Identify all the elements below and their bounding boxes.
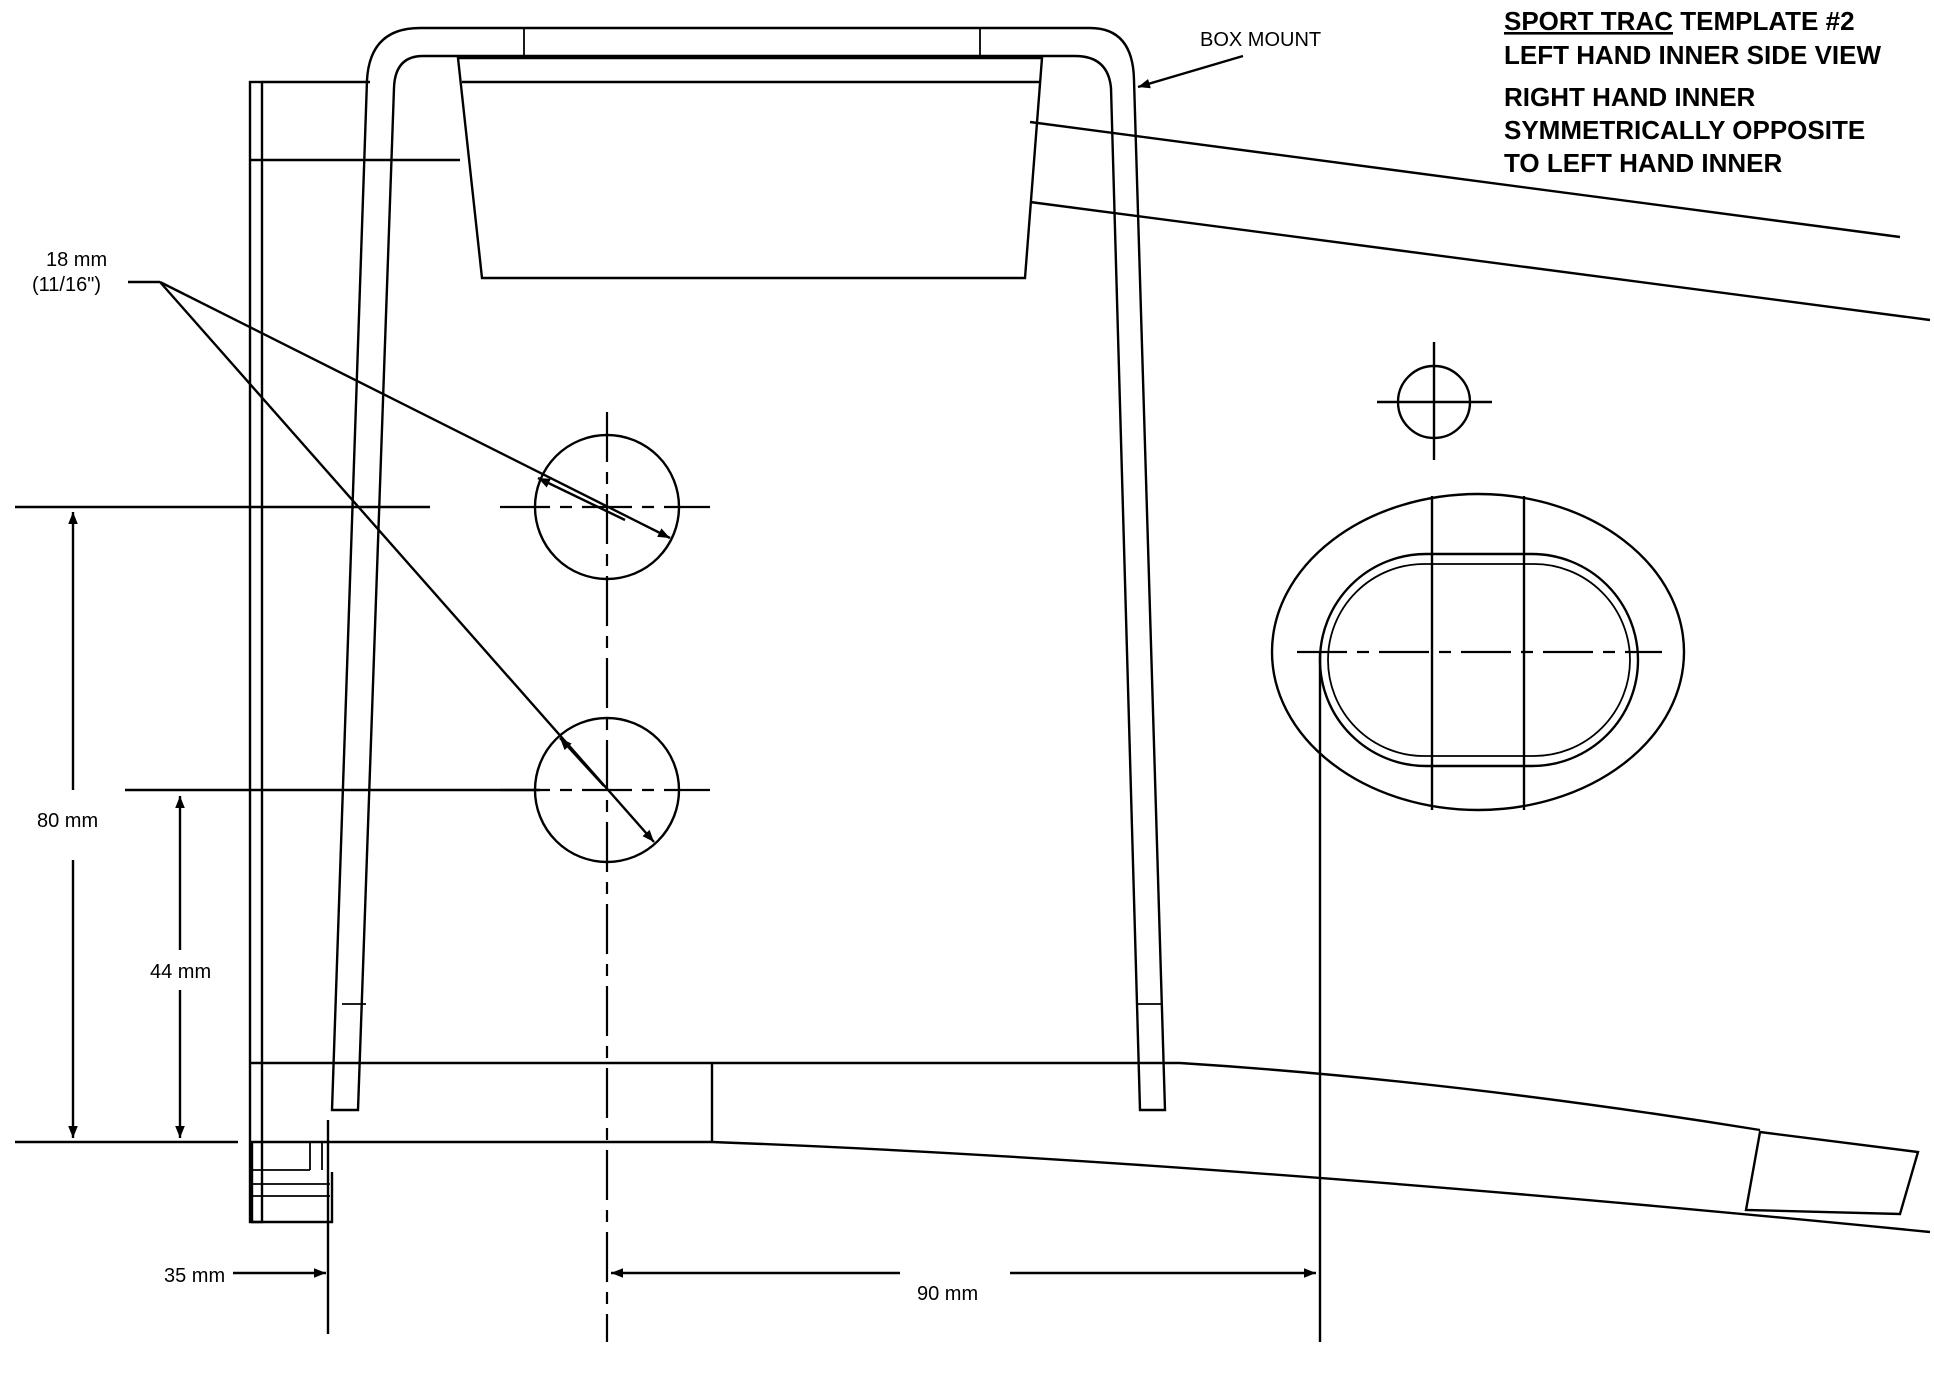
box-mount-label: BOX MOUNT bbox=[1200, 29, 1321, 51]
reference-hole bbox=[1377, 342, 1492, 460]
dim-44-label: 44 mm bbox=[150, 961, 211, 983]
title-rest: TEMPLATE #2 bbox=[1673, 6, 1855, 36]
title-line-2: LEFT HAND INNER SIDE VIEW bbox=[1504, 40, 1881, 70]
dim-80-label: 80 mm bbox=[37, 810, 98, 832]
box-mount-pad bbox=[456, 56, 1044, 280]
title-line-3: RIGHT HAND INNER bbox=[1504, 82, 1756, 112]
frame-rail bbox=[248, 80, 1931, 1234]
title-line-4: SYMMETRICALLY OPPOSITE bbox=[1504, 115, 1865, 145]
dim-35-label: 35 mm bbox=[164, 1265, 225, 1287]
dimensions bbox=[15, 505, 1322, 1342]
hole-diameter-mm-label: 18 mm bbox=[46, 249, 107, 271]
leaders bbox=[128, 54, 1244, 843]
hole-diameter-in-label: (11/16") bbox=[32, 274, 101, 296]
u-bolt bbox=[330, 26, 1167, 1112]
mount-holes bbox=[500, 412, 710, 1342]
title-block: SPORT TRAC TEMPLATE #2 LEFT HAND INNER S… bbox=[1504, 6, 1881, 178]
title-line-5: TO LEFT HAND INNER bbox=[1504, 148, 1783, 178]
svg-text:SPORT TRAC TEMPLATE #2: SPORT TRAC TEMPLATE #2 bbox=[1504, 6, 1855, 36]
frame-slot bbox=[1270, 492, 1686, 812]
dim-90-label: 90 mm bbox=[917, 1283, 978, 1305]
title-underlined: SPORT TRAC bbox=[1504, 6, 1673, 36]
